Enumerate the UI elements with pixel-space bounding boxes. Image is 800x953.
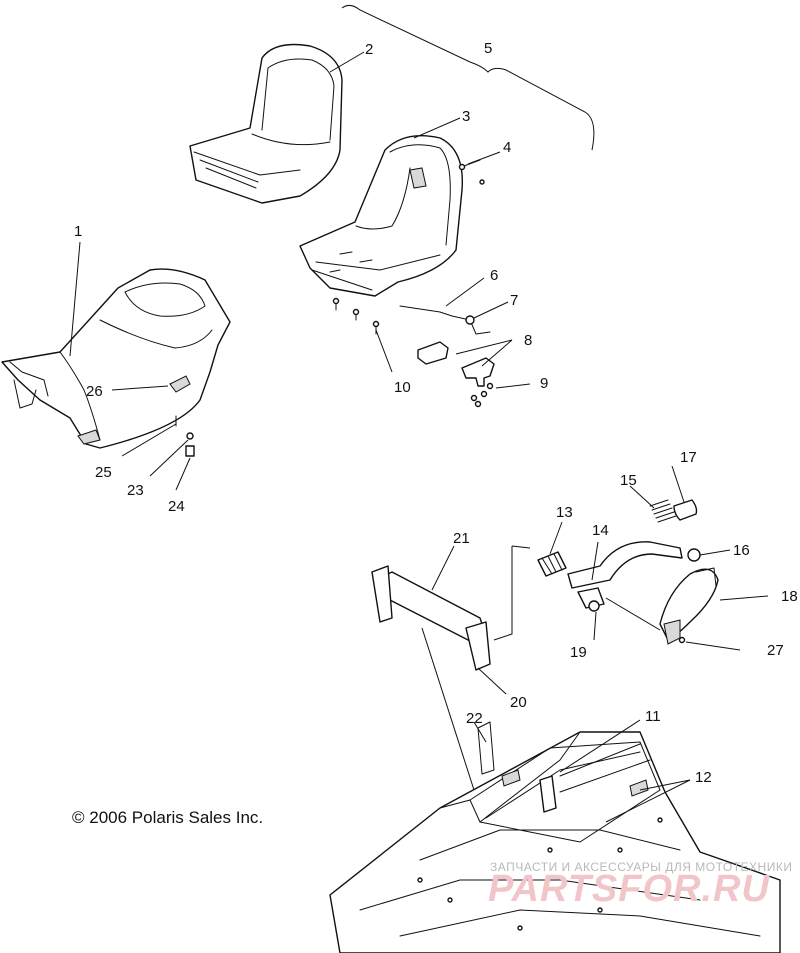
nut-7	[465, 315, 475, 325]
callout-7: 7	[510, 292, 518, 309]
spring-15	[649, 499, 677, 523]
callout-15: 15	[620, 472, 637, 489]
callout-18: 18	[781, 588, 798, 605]
callout-6: 6	[490, 267, 498, 284]
cap-16	[687, 548, 701, 562]
callout-3: 3	[462, 108, 470, 125]
main-seat	[1, 268, 231, 449]
callout-11: 11	[645, 708, 661, 725]
grab-bar-21	[371, 565, 491, 671]
callout-17: 17	[680, 449, 697, 466]
callout-14: 14	[592, 522, 609, 539]
seat-hardware	[175, 415, 195, 457]
bolt-27	[678, 636, 686, 644]
passenger-seat-cushion	[189, 43, 343, 204]
callout-13: 13	[556, 504, 573, 521]
callout-26: 26	[86, 383, 103, 400]
leader-lines	[69, 51, 769, 823]
callout-23: 23	[127, 482, 144, 499]
callout-25: 25	[95, 464, 112, 481]
copyright-notice: © 2006 Polaris Sales Inc.	[72, 808, 264, 827]
callout-20: 20	[510, 694, 527, 711]
callout-9: 9	[540, 375, 548, 392]
watermark-logo: PARTSFOR.RU	[488, 868, 770, 910]
callout-12: 12	[695, 769, 712, 786]
callout-8: 8	[524, 332, 532, 349]
callout-2: 2	[365, 41, 373, 58]
callout-16: 16	[733, 542, 750, 559]
grab-handle-14	[567, 541, 683, 609]
callout-22: 22	[466, 710, 483, 727]
bolts-10	[332, 297, 380, 335]
callout-19: 19	[570, 644, 587, 661]
latch-brackets	[417, 341, 495, 387]
bolts-9	[470, 382, 494, 408]
callout-4: 4	[503, 139, 511, 156]
strap-handle-18	[659, 567, 719, 645]
clamp-19	[588, 600, 600, 612]
callout-27: 27	[767, 642, 784, 659]
assembly-bracket-5	[341, 4, 595, 151]
seat-latch-rod	[399, 305, 491, 335]
watermark-tagline: ЗАПЧАСТИ И АКСЕССУАРЫ ДЛЯ МОТОТЕХНИКИ	[490, 860, 793, 874]
callout-10: 10	[394, 379, 411, 396]
rear-rack-chassis	[329, 721, 781, 953]
callout-24: 24	[168, 498, 185, 515]
grip-13	[537, 551, 567, 577]
callout-1: 1	[74, 223, 82, 240]
callout-21: 21	[453, 530, 470, 547]
sleeve-17	[673, 499, 698, 521]
screw-4	[458, 159, 485, 185]
callout-5: 5	[484, 40, 492, 57]
